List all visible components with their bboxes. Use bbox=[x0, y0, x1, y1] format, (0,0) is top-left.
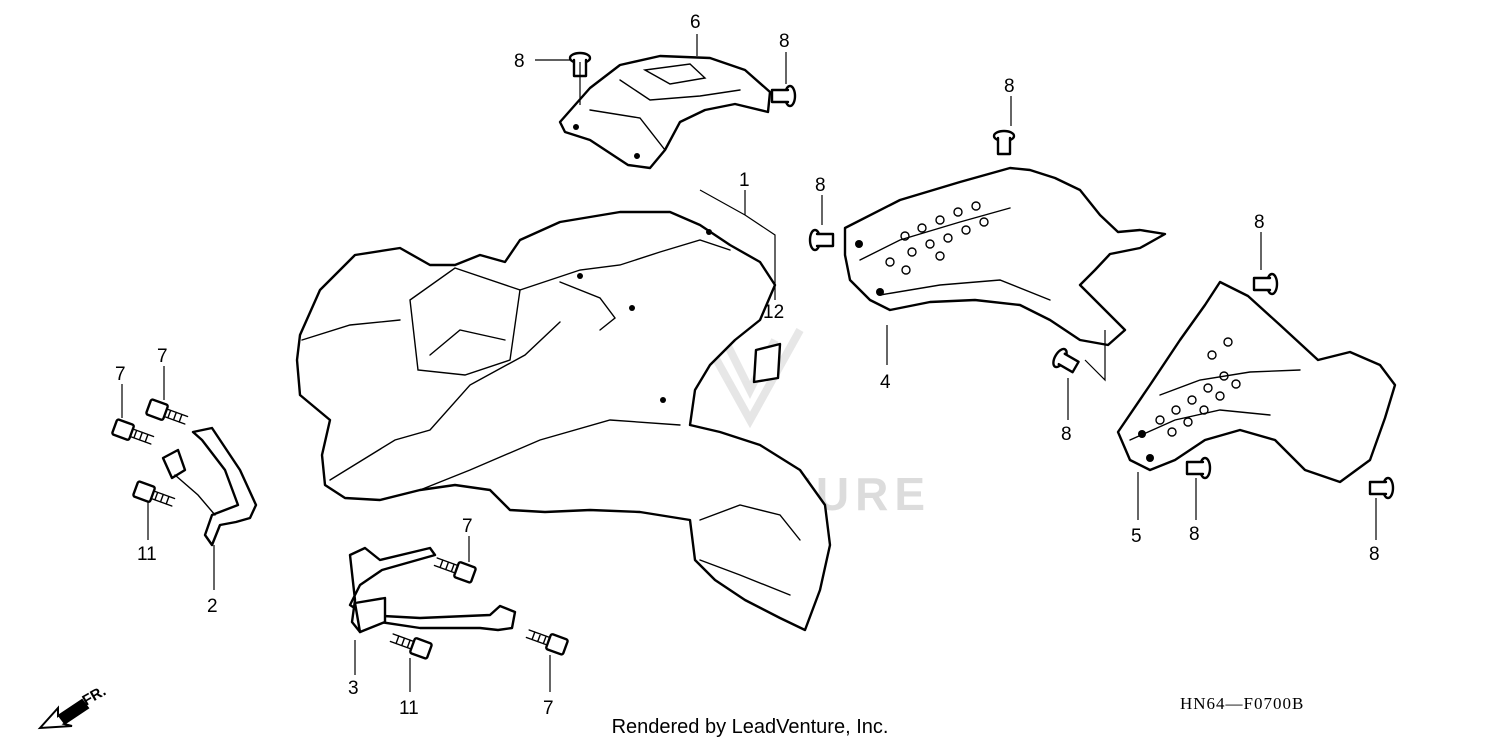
callout-7: 7 bbox=[157, 346, 168, 367]
part-5-right-mudguard[interactable] bbox=[1116, 280, 1397, 484]
bolt-7-b[interactable] bbox=[111, 418, 155, 448]
part-2-left-bracket[interactable] bbox=[161, 426, 258, 547]
callout-3: 3 bbox=[348, 678, 359, 699]
part-3-lower-bracket[interactable] bbox=[348, 546, 517, 634]
callouts: 8 6 8 1 12 8 8 4 8 8 5 8 8 7 7 11 2 7 3 … bbox=[115, 12, 1380, 719]
callout-7: 7 bbox=[462, 516, 473, 537]
clip-8-h[interactable] bbox=[1368, 476, 1395, 500]
clip-8-c[interactable] bbox=[992, 129, 1016, 156]
footer-credit: Rendered by LeadVenture, Inc. bbox=[611, 716, 889, 738]
callout-7: 7 bbox=[543, 698, 554, 719]
clip-8-d[interactable] bbox=[808, 228, 835, 252]
callout-2: 2 bbox=[207, 596, 218, 617]
callout-12: 12 bbox=[763, 302, 784, 323]
callout-11: 11 bbox=[399, 698, 419, 719]
callout-5: 5 bbox=[1131, 526, 1142, 547]
bolt-11-b[interactable] bbox=[389, 630, 433, 660]
bolt-11-a[interactable] bbox=[132, 480, 176, 510]
callout-8: 8 bbox=[1369, 544, 1380, 565]
part-12-label[interactable] bbox=[752, 342, 782, 384]
bolt-7-c[interactable] bbox=[433, 554, 477, 584]
bolt-7-a[interactable] bbox=[145, 398, 189, 428]
clip-8-b[interactable] bbox=[770, 84, 797, 108]
callout-1: 1 bbox=[739, 170, 750, 191]
leader-lines bbox=[121, 34, 1377, 692]
callout-8: 8 bbox=[514, 51, 525, 72]
callout-7: 7 bbox=[115, 364, 126, 385]
callout-8: 8 bbox=[1189, 524, 1200, 545]
part-4-left-mudguard[interactable] bbox=[843, 166, 1167, 347]
part-5-vent-holes bbox=[1155, 337, 1241, 437]
callout-8: 8 bbox=[779, 31, 790, 52]
part-1-front-fender[interactable] bbox=[295, 210, 832, 632]
clip-8-g[interactable] bbox=[1185, 456, 1212, 480]
diagram-code: HN64—F0700B bbox=[1180, 694, 1305, 713]
clip-8-e[interactable] bbox=[1051, 347, 1081, 376]
callout-11: 11 bbox=[137, 544, 157, 565]
callout-8: 8 bbox=[1004, 76, 1015, 97]
part-4-vent-holes bbox=[885, 201, 989, 275]
callout-6: 6 bbox=[690, 12, 701, 33]
callout-8: 8 bbox=[815, 175, 826, 196]
callout-8: 8 bbox=[1254, 212, 1265, 233]
callout-4: 4 bbox=[880, 372, 891, 393]
bolt-7-d[interactable] bbox=[525, 626, 569, 656]
part-6-top-cover[interactable] bbox=[558, 54, 772, 170]
bolts bbox=[111, 398, 569, 660]
clip-8-f[interactable] bbox=[1252, 272, 1279, 296]
callout-8: 8 bbox=[1061, 424, 1072, 445]
